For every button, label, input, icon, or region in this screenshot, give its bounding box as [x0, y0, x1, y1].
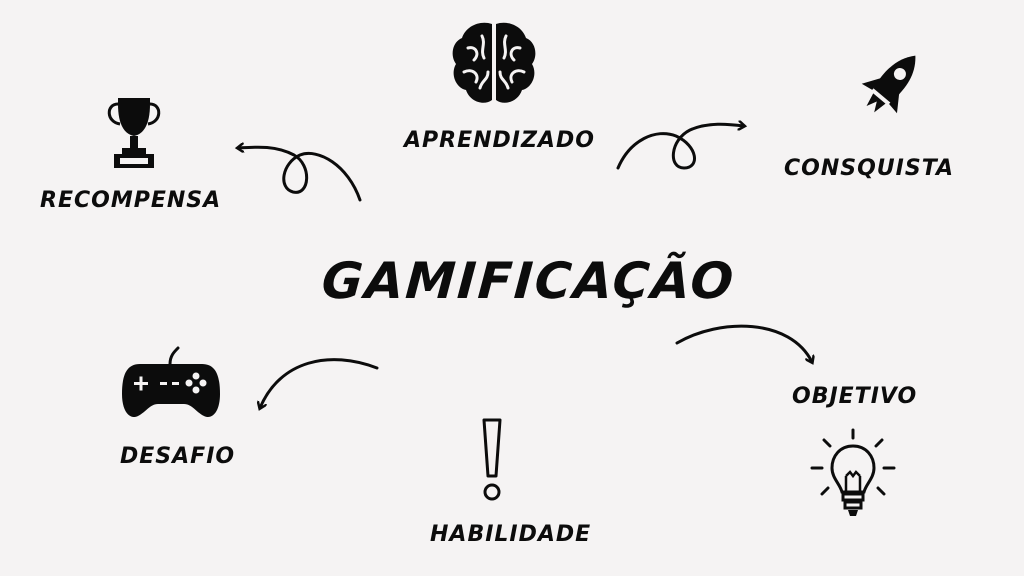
gamepad-icon: [122, 346, 220, 418]
central-topic-title: GAMIFICAÇÃO: [319, 252, 738, 310]
brain-icon: [452, 22, 536, 103]
rocket-icon: [861, 55, 916, 114]
node-label-desafio: DESAFIO: [120, 444, 236, 469]
node-label-objetivo: OBJETIVO: [792, 384, 918, 409]
node-label-aprendizado: APRENDIZADO: [404, 128, 595, 153]
trophy-icon: [107, 98, 161, 168]
arrow-to-recompensa: [238, 147, 362, 202]
node-label-recompensa: RECOMPENSA: [40, 188, 222, 213]
node-label-habilidade: HABILIDADE: [430, 522, 592, 547]
arrow-to-consquista: [616, 124, 744, 170]
exclamation-icon: [482, 418, 502, 501]
arrow-to-objetivo: [675, 324, 812, 362]
arrow-to-desafio: [260, 358, 379, 408]
lightbulb-icon: [810, 428, 896, 516]
node-label-consquista: CONSQUISTA: [784, 156, 955, 181]
